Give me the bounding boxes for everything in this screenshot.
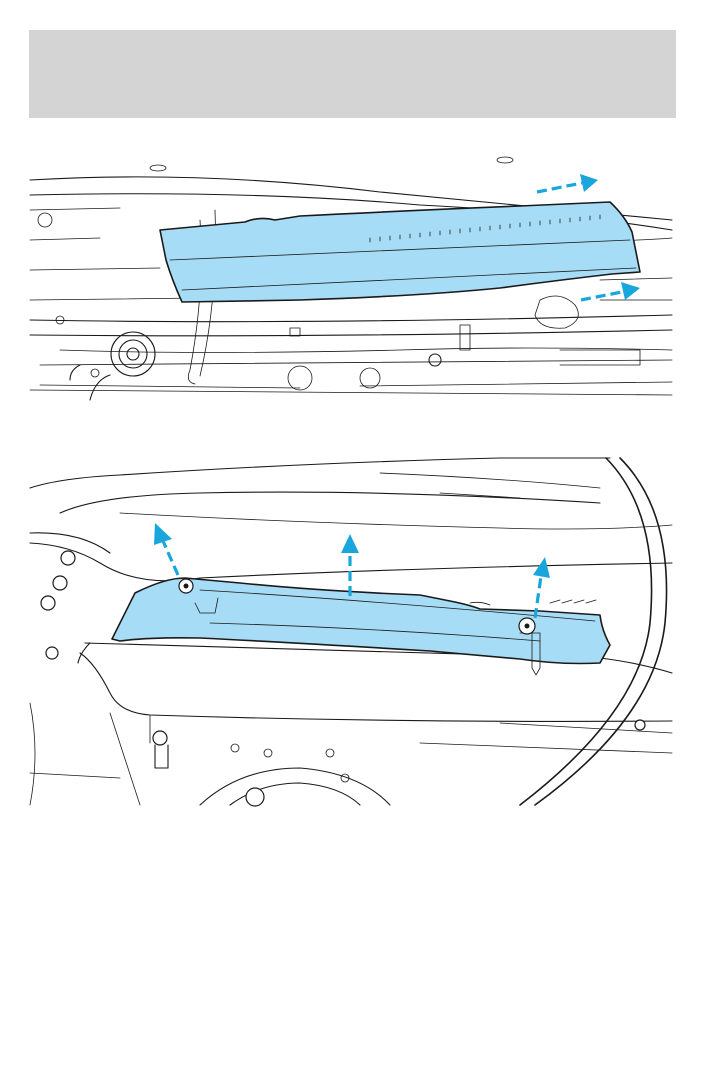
- figure-2-illustration: [0, 453, 707, 810]
- page-header-band: [29, 30, 676, 118]
- removal-arrow-lower: [581, 282, 640, 300]
- lift-arrow-left: [154, 523, 178, 575]
- figure-cowl-panel-removal: [0, 453, 707, 810]
- figure-cowl-grille-removal: [0, 150, 707, 405]
- cowl-grille-panel: [160, 202, 640, 302]
- figure-1-illustration: [0, 150, 707, 405]
- lift-arrow-center: [341, 534, 359, 596]
- panel-fastener-left: [179, 579, 193, 593]
- panel-fastener-right: [519, 618, 535, 634]
- removal-arrow-upper: [537, 174, 598, 192]
